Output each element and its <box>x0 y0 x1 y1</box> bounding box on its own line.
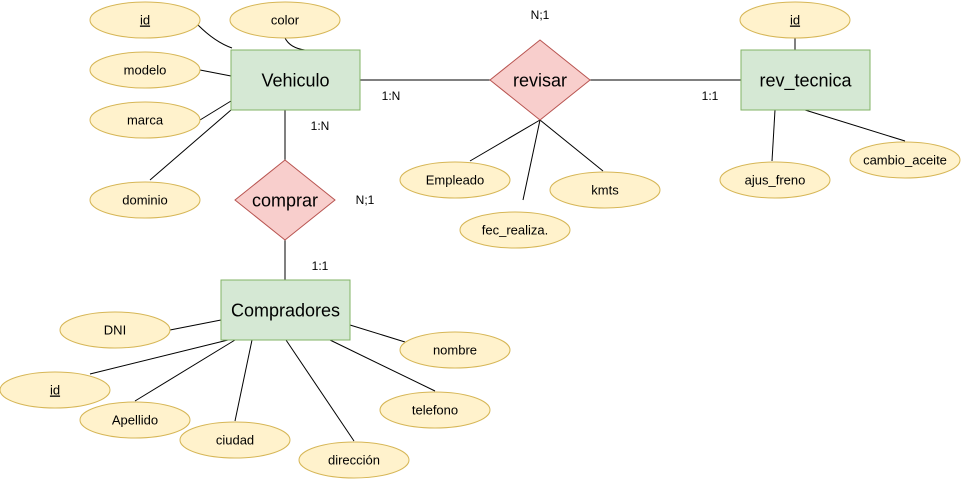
edge-compradores-apellido <box>134 339 236 402</box>
attribute-apellido[interactable]: Apellido <box>79 401 191 439</box>
relationship-comprar[interactable]: comprar <box>234 159 336 241</box>
cardinality-comprar-side: N;1 <box>356 193 375 207</box>
cardinality-labels: N;1 1:N 1:1 1:N N;1 1:1 <box>311 8 719 273</box>
attribute-label: id <box>140 13 150 28</box>
attribute-direccion[interactable]: dirección <box>298 441 410 479</box>
edge-vehiculo-id <box>197 24 233 49</box>
edge-compradores-dni <box>169 319 222 331</box>
entity-vehiculo[interactable]: Vehiculo <box>230 49 361 111</box>
attribute-comprador-id[interactable]: id <box>0 371 111 409</box>
edge-revisar-empleado <box>469 119 541 162</box>
attribute-telefono[interactable]: telefono <box>379 391 491 429</box>
attribute-label: Empleado <box>426 173 485 188</box>
cardinality-revisar-revtecnica: 1:1 <box>702 89 719 103</box>
attribute-ajus-freno[interactable]: ajus_freno <box>719 161 831 199</box>
attribute-label: dominio <box>122 193 168 208</box>
attribute-kmts[interactable]: kmts <box>549 171 661 209</box>
attribute-label: nombre <box>433 343 477 358</box>
entity-label: Vehiculo <box>261 71 329 91</box>
relationship-revisar[interactable]: revisar <box>489 39 591 121</box>
attribute-ciudad[interactable]: ciudad <box>179 421 291 459</box>
edge-revtecnica-ajus <box>771 109 776 162</box>
relationship-label: revisar <box>513 71 567 91</box>
attribute-label: cambio_aceite <box>863 153 947 168</box>
connector-lines <box>89 24 906 442</box>
attribute-modelo[interactable]: modelo <box>89 51 201 89</box>
attribute-label: dirección <box>328 453 380 468</box>
cardinality-comprar-compradores: 1:1 <box>312 259 329 273</box>
edge-revisar-fec <box>522 119 541 201</box>
cardinality-vehiculo-revisar: 1:N <box>382 89 401 103</box>
attribute-color[interactable]: color <box>229 1 341 39</box>
entity-label: Compradores <box>231 301 340 321</box>
attribute-nombre[interactable]: nombre <box>399 331 511 369</box>
cardinality-vehiculo-comprar: 1:N <box>311 119 330 133</box>
cardinality-revisar-top: N;1 <box>531 8 550 22</box>
edge-revtecnica-cambio <box>804 109 906 142</box>
attribute-label: kmts <box>591 183 619 198</box>
relationship-label: comprar <box>252 191 318 211</box>
edge-compradores-direccion <box>285 339 355 442</box>
attribute-marca[interactable]: marca <box>89 101 201 139</box>
attribute-cambio-aceite[interactable]: cambio_aceite <box>849 141 961 179</box>
attribute-label: id <box>790 13 800 28</box>
attribute-label: ciudad <box>216 433 254 448</box>
attribute-empleado[interactable]: Empleado <box>399 161 511 199</box>
edge-vehiculo-dominio <box>149 109 232 181</box>
entity-compradores[interactable]: Compradores <box>220 279 351 341</box>
attribute-label: id <box>50 383 60 398</box>
attribute-label: color <box>271 13 300 28</box>
entity-rev-tecnica[interactable]: rev_tecnica <box>740 49 871 111</box>
edge-compradores-nombre <box>349 324 406 343</box>
attribute-vehiculo-id[interactable]: id <box>89 1 201 39</box>
edge-compradores-id <box>89 339 229 375</box>
edge-vehiculo-modelo <box>199 69 232 77</box>
entity-label: rev_tecnica <box>759 71 852 92</box>
attribute-label: DNI <box>104 323 126 338</box>
edge-compradores-telefono <box>329 339 436 392</box>
attribute-label: marca <box>127 113 164 128</box>
attribute-dominio[interactable]: dominio <box>89 181 201 219</box>
edge-revisar-kmts <box>539 119 604 172</box>
attribute-fec-realiza[interactable]: fec_realiza. <box>459 211 571 249</box>
edge-compradores-ciudad <box>234 339 253 422</box>
attribute-label: modelo <box>124 63 167 78</box>
attribute-label: telefono <box>412 403 458 418</box>
edge-vehiculo-marca <box>199 100 232 121</box>
attribute-rev-id[interactable]: id <box>739 1 851 39</box>
attribute-dni[interactable]: DNI <box>59 311 171 349</box>
edge-vehiculo-color <box>284 37 306 51</box>
attribute-label: Apellido <box>112 413 158 428</box>
attribute-label: fec_realiza. <box>482 223 548 238</box>
attribute-label: ajus_freno <box>745 173 806 188</box>
